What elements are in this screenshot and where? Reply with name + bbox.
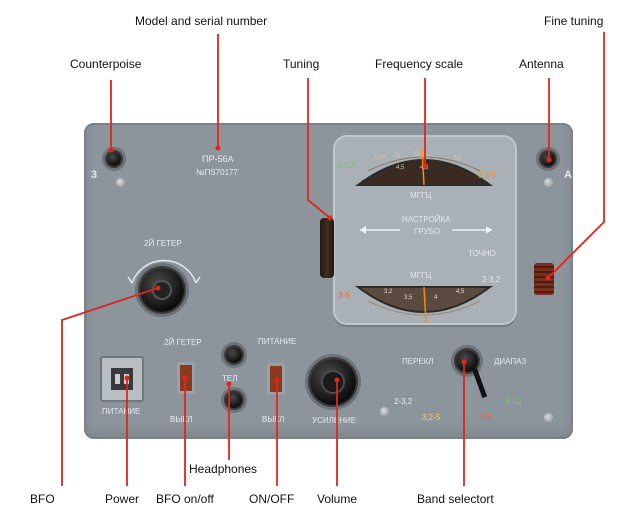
antenna-terminal[interactable] [541,152,555,166]
top-range-right: 3,2-5 [478,171,497,180]
tuning-label: НАСТРОЙКА [402,215,451,224]
terminal-3-label: 3 [91,169,98,181]
top-frequency-window [355,148,493,186]
tuning-drum[interactable] [320,218,334,278]
screw [544,413,553,422]
screw [380,407,389,416]
callout-power: Power [105,492,140,506]
bottom-unit-label: МГГЦ [410,271,432,280]
top-scale-mark: 4,5 [396,165,405,171]
screw [116,178,125,187]
headphone-jack-1[interactable] [226,347,242,363]
bottom-range-left: 3-5 [338,291,350,300]
power-switch-label: ПИТАНИЕ [258,337,297,346]
top-scale-mark: 12 [454,155,461,161]
band-selector-knob[interactable] [456,350,478,372]
callout-model-serial: Model and serial number [135,14,268,28]
callout-antenna: Antenna [519,57,564,71]
bottom-scale-mark: 4 [434,295,438,301]
model-name: ПР-56А [202,154,234,164]
bottom-frequency-window [355,286,493,324]
band-selector-right-label: ДИАПАЗ [494,357,527,366]
screw [544,178,553,187]
bfo-knob-label: 2Й ГЕТЕР [144,239,182,248]
coarse-label: ГРУБО [414,227,440,236]
bfo-switch-label: 2Й ГЕТЕР [164,338,202,347]
volume-knob[interactable] [310,359,356,405]
callout-bfo-onoff: BFO on/off [156,492,214,506]
counterpoise-terminal[interactable] [107,152,121,166]
band-selector-left-label: ПЕРЕКЛ [402,357,434,366]
top-range-left: 6-12 [338,161,355,170]
band-position-1: 2-3,2 [394,397,413,406]
callout-on-off: ON/OFF [249,492,295,506]
bfo-switch-off-label: ВЫКЛ [170,415,193,424]
fine-tuning-knob[interactable] [534,263,554,295]
bottom-range-right: 2-3,2 [482,275,501,284]
volume-label: УСИЛЕНИЕ [312,416,357,425]
phones-label: ТЕЛ [222,374,238,383]
callout-tuning: Tuning [283,57,320,71]
bottom-scale-mark: 3,2 [384,289,393,295]
power-connector-label: ПИТАНИЕ [102,407,141,416]
top-unit-label: МГГЦ [410,191,432,200]
callout-band-selector: Band selectort [417,492,494,506]
bfo-scale-arc [127,259,201,284]
band-selector-pointer [472,368,488,399]
top-scale-mark: 4,8 [420,165,429,171]
power-connector[interactable] [100,356,144,402]
callout-headphones: Headphones [189,462,258,476]
terminal-a-label: A [564,169,572,181]
top-scale-mark: 11,5 [414,152,426,158]
serial-number: №ПS70177 [196,168,238,177]
callout-fine-tuning: Fine tuning [544,14,604,28]
tuning-arrows [360,226,492,234]
callout-frequency-scale: Frequency scale [375,57,464,71]
fine-label: ТОЧНО [468,249,496,258]
callout-volume: Volume [317,492,358,506]
bottom-scale-mark: 4,5 [456,289,465,295]
band-position-2: 3,2-5 [422,413,441,422]
power-switch-off-label: ВЫКЛ [262,415,285,424]
band-position-3: 3-5 [480,413,492,422]
callout-bfo: BFO [30,492,55,506]
band-position-4: 6-12 [506,397,523,406]
power-toggle-switch[interactable] [267,363,285,395]
bottom-scale-mark: 3,5 [404,295,413,301]
bfo-toggle-switch[interactable] [177,362,195,394]
radio-front-panel: ПР-56А №ПS70177 3 A 2Й ГЕТЕР ПИТАНИЕ 2Й … [84,123,573,439]
bfo-knob[interactable] [140,268,184,312]
top-scale-mark: 11 [394,153,401,159]
top-scale-mark: 10,5 [374,155,386,161]
callout-counterpoise: Counterpoise [70,57,142,71]
headphone-jack-2[interactable] [226,392,242,408]
